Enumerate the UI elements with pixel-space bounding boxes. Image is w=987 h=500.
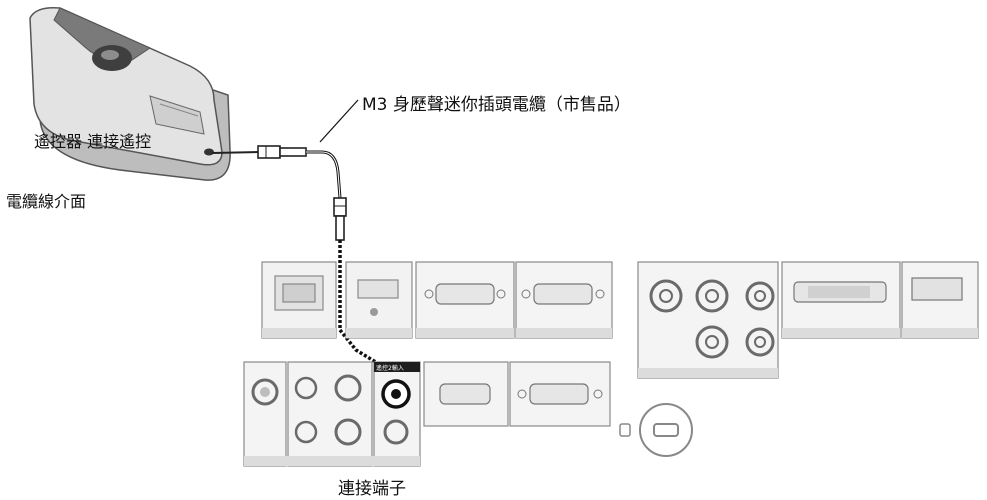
remote-jack-label: 遙控2輸入 — [376, 364, 404, 372]
projector-panel-lower — [243, 361, 611, 467]
terminal-label: 連接端子 — [338, 479, 406, 499]
projector-panel-upper — [261, 261, 613, 339]
projector-panel-right — [637, 261, 979, 379]
security-lock-slot — [619, 403, 693, 457]
mini-plug-cable — [211, 99, 393, 374]
cable-interface-label: 電纜線介面 — [6, 192, 87, 211]
remote-controller — [29, 6, 231, 181]
cable-label: M3 身歷聲迷你插頭電纜（市售品） — [362, 95, 631, 115]
remote-connect-label: 遙控器 連接遙控 — [34, 132, 152, 151]
